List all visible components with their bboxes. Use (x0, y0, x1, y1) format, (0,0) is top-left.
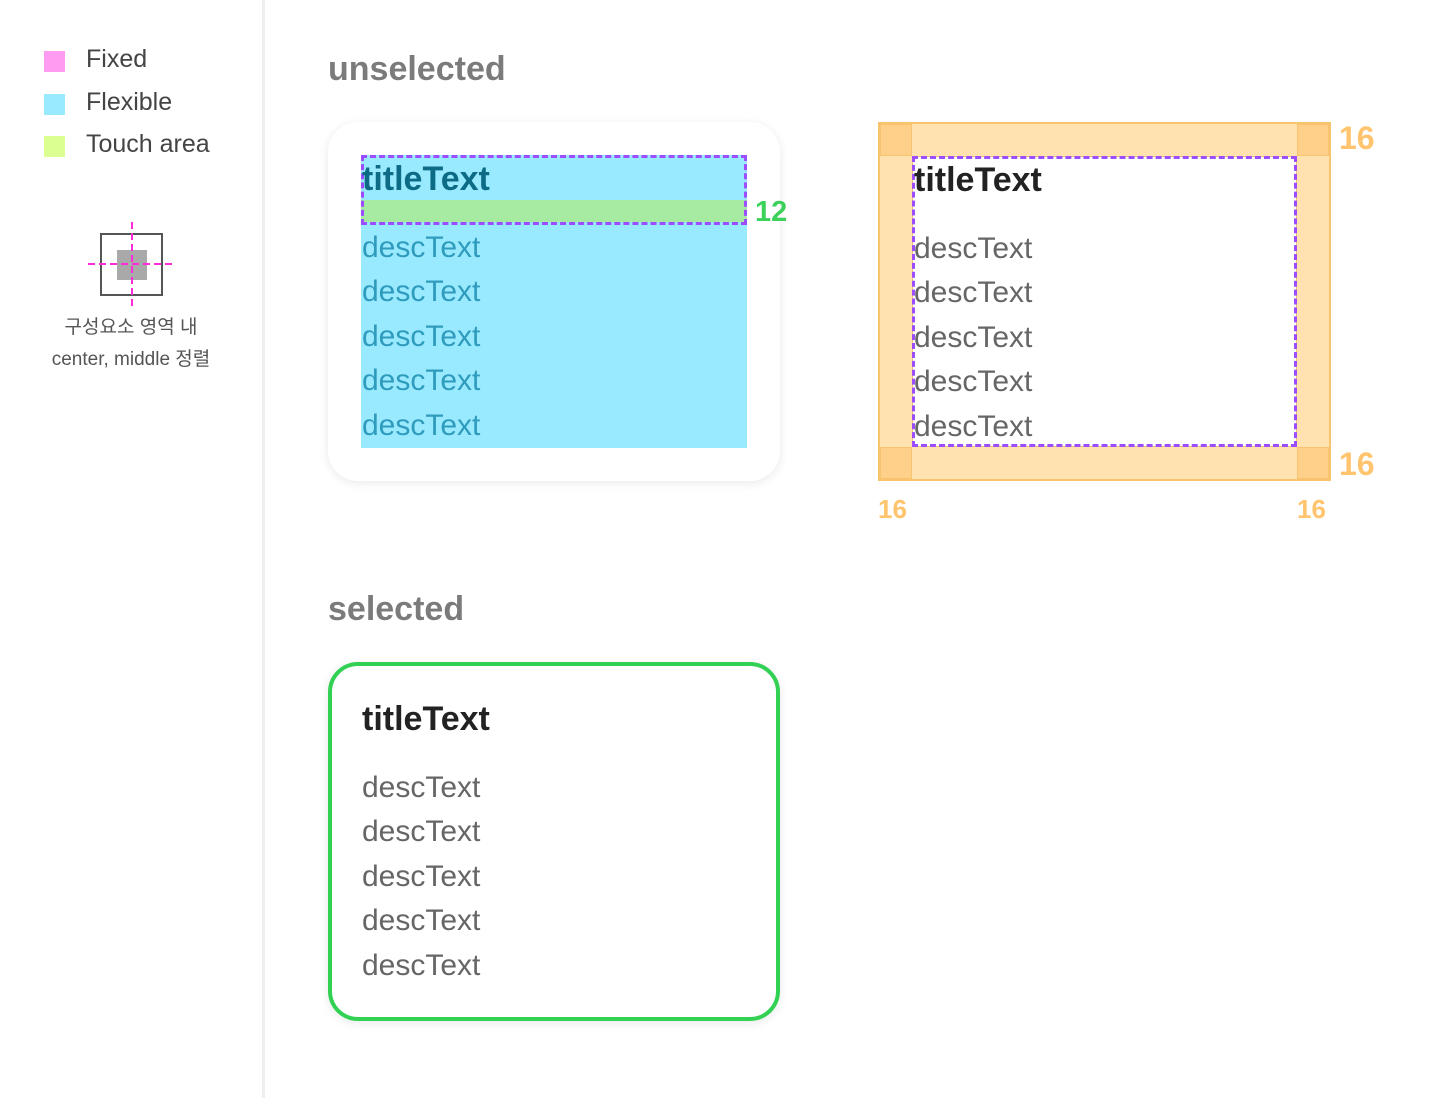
content-guide-dashed-box (912, 156, 1297, 447)
card-title: titleText (362, 160, 490, 198)
legend-label-fixed: Fixed (86, 45, 148, 73)
card-desc: descText (362, 815, 481, 848)
sidebar-divider (262, 0, 265, 1098)
card-desc: descText (362, 860, 481, 893)
padding-label-top: 16 (1339, 120, 1375, 156)
card-desc: descText (362, 409, 481, 442)
gap-spacing-label: 12 (755, 196, 788, 228)
padding-corner (880, 447, 912, 479)
section-title-selected: selected (328, 590, 465, 628)
padding-band-bottom (880, 447, 1329, 479)
title-desc-gap-band (361, 200, 747, 222)
card-desc: descText (914, 410, 1033, 443)
padding-corner (880, 124, 912, 156)
padding-corner (1297, 124, 1329, 156)
card-selected[interactable]: titleText descText descText descText des… (328, 662, 780, 1021)
padding-band-right (1297, 124, 1329, 479)
card-unselected[interactable]: titleText descText descText descText des… (328, 122, 780, 481)
card-title: titleText (362, 700, 490, 738)
card-desc: descText (914, 276, 1033, 309)
legend-item-flexible: Flexible (44, 88, 172, 116)
legend-item-fixed: Fixed (44, 45, 147, 73)
card-desc: descText (362, 275, 481, 308)
card-desc: descText (362, 904, 481, 937)
card-desc: descText (914, 321, 1033, 354)
padding-label-bottom: 16 (1339, 446, 1375, 482)
legend-sidebar: Fixed Flexible Touch area 구성요소 영역 내 cent… (0, 0, 262, 1098)
legend-item-touch-area: Touch area (44, 130, 210, 158)
padding-band-left (880, 124, 912, 479)
card-desc: descText (362, 231, 481, 264)
legend-swatch-touch-area (44, 135, 65, 157)
card-desc: descText (914, 365, 1033, 398)
padding-band-top (880, 124, 1329, 156)
alignment-caption-line1: 구성요소 영역 내 (64, 317, 198, 338)
legend-label-touch-area: Touch area (86, 130, 210, 158)
padding-corner (1297, 447, 1329, 479)
card-desc: descText (362, 364, 481, 397)
card-title: titleText (914, 161, 1042, 199)
section-title-unselected: unselected (328, 50, 506, 88)
card-desc: descText (362, 771, 481, 804)
card-desc: descText (362, 949, 481, 982)
legend-swatch-fixed (44, 50, 65, 72)
padding-label-left: 16 (878, 494, 907, 524)
padding-diagram: titleText descText descText descText des… (878, 122, 1331, 481)
alignment-caption-line2: center, middle 정렬 (51, 349, 211, 370)
center-middle-align-icon (88, 222, 174, 306)
card-desc: descText (914, 232, 1033, 265)
alignment-caption: 구성요소 영역 내 center, middle 정렬 (0, 312, 262, 376)
legend-swatch-flexible (44, 93, 65, 115)
padding-label-right: 16 (1297, 494, 1326, 524)
title-guide-dashed-box (361, 155, 747, 225)
legend-label-flexible: Flexible (86, 88, 173, 116)
card-desc: descText (362, 320, 481, 353)
padding-content-area: titleText descText descText descText des… (912, 156, 1297, 447)
